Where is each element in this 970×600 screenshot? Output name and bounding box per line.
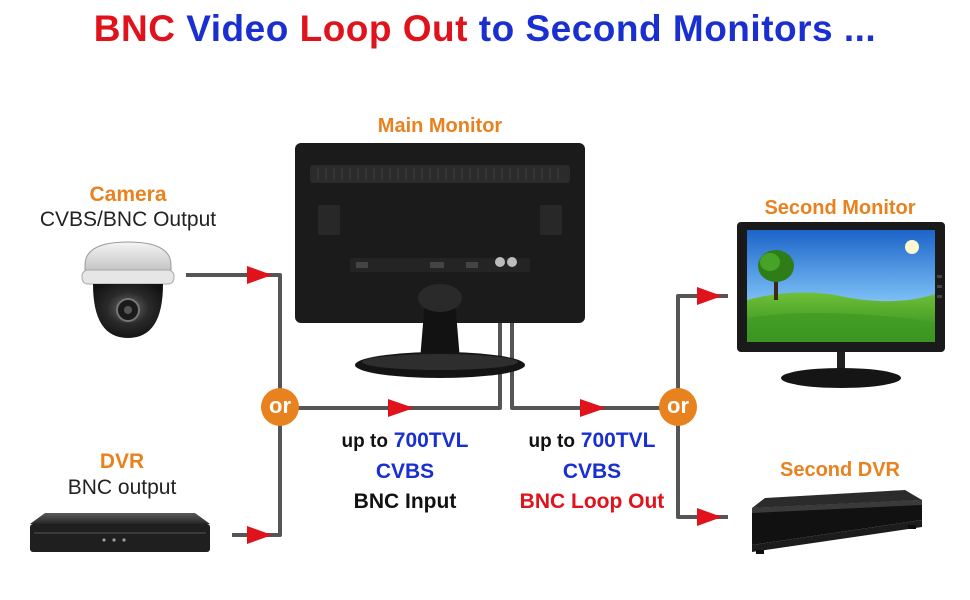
arrow-right-icon: [247, 266, 272, 284]
input-cable: [298, 290, 502, 410]
title-word-bnc: BNC: [93, 8, 176, 49]
output-spec-value: 700TVL: [580, 429, 656, 452]
input-spec-value: 700TVL: [393, 429, 469, 452]
input-spec-line2: CVBS: [375, 460, 435, 483]
title-word-video: Video: [186, 8, 289, 49]
second-monitor-label: Second Monitor: [764, 197, 916, 219]
dvr-icon: [30, 513, 210, 552]
main-monitor-label: Main Monitor: [377, 115, 503, 137]
input-spec-prefix: up to: [341, 431, 388, 452]
second-monitor-cable: [676, 294, 728, 390]
dome-camera-icon: [81, 241, 175, 338]
page-title: BNC Video Loop Out to Second Monitors ..…: [0, 8, 970, 50]
dvr-title-label: DVR: [99, 450, 145, 473]
input-spec-line1: up to 700TVL: [315, 426, 495, 457]
camera-sub-label: CVBS/BNC Output: [39, 208, 217, 231]
arrow-right-icon: [697, 508, 722, 526]
second-monitor-icon: [737, 222, 945, 388]
title-word-loop-out: Loop Out: [299, 8, 468, 49]
dvr-sub-label: BNC output: [67, 476, 177, 499]
arrow-right-icon: [388, 399, 414, 417]
input-spec-line3: BNC Input: [353, 490, 457, 513]
or-label-input: or: [269, 393, 291, 418]
or-badge-output: [659, 388, 697, 426]
input-spec: up to 700TVL CVBS BNC Input: [315, 426, 495, 517]
second-dvr-icon: [752, 490, 922, 554]
camera-title-label: Camera: [89, 183, 167, 206]
loop-out-cable: [510, 285, 660, 410]
or-label-output: or: [667, 393, 689, 418]
output-spec-line1: up to 700TVL: [497, 426, 687, 457]
output-spec: up to 700TVL CVBS BNC Loop Out: [497, 426, 687, 517]
camera-cable: [186, 273, 282, 390]
title-word-rest: to Second Monitors ...: [478, 8, 877, 49]
or-badge-input: [261, 388, 299, 426]
second-dvr-label: Second DVR: [779, 459, 901, 481]
main-monitor-icon: [295, 143, 585, 378]
dvr-cable: [232, 425, 282, 537]
arrow-right-icon: [247, 526, 272, 544]
arrow-right-icon: [697, 287, 722, 305]
output-spec-prefix: up to: [528, 431, 575, 452]
output-spec-line2: CVBS: [562, 460, 622, 483]
output-spec-line3: BNC Loop Out: [519, 490, 665, 513]
arrow-right-icon: [580, 399, 606, 417]
